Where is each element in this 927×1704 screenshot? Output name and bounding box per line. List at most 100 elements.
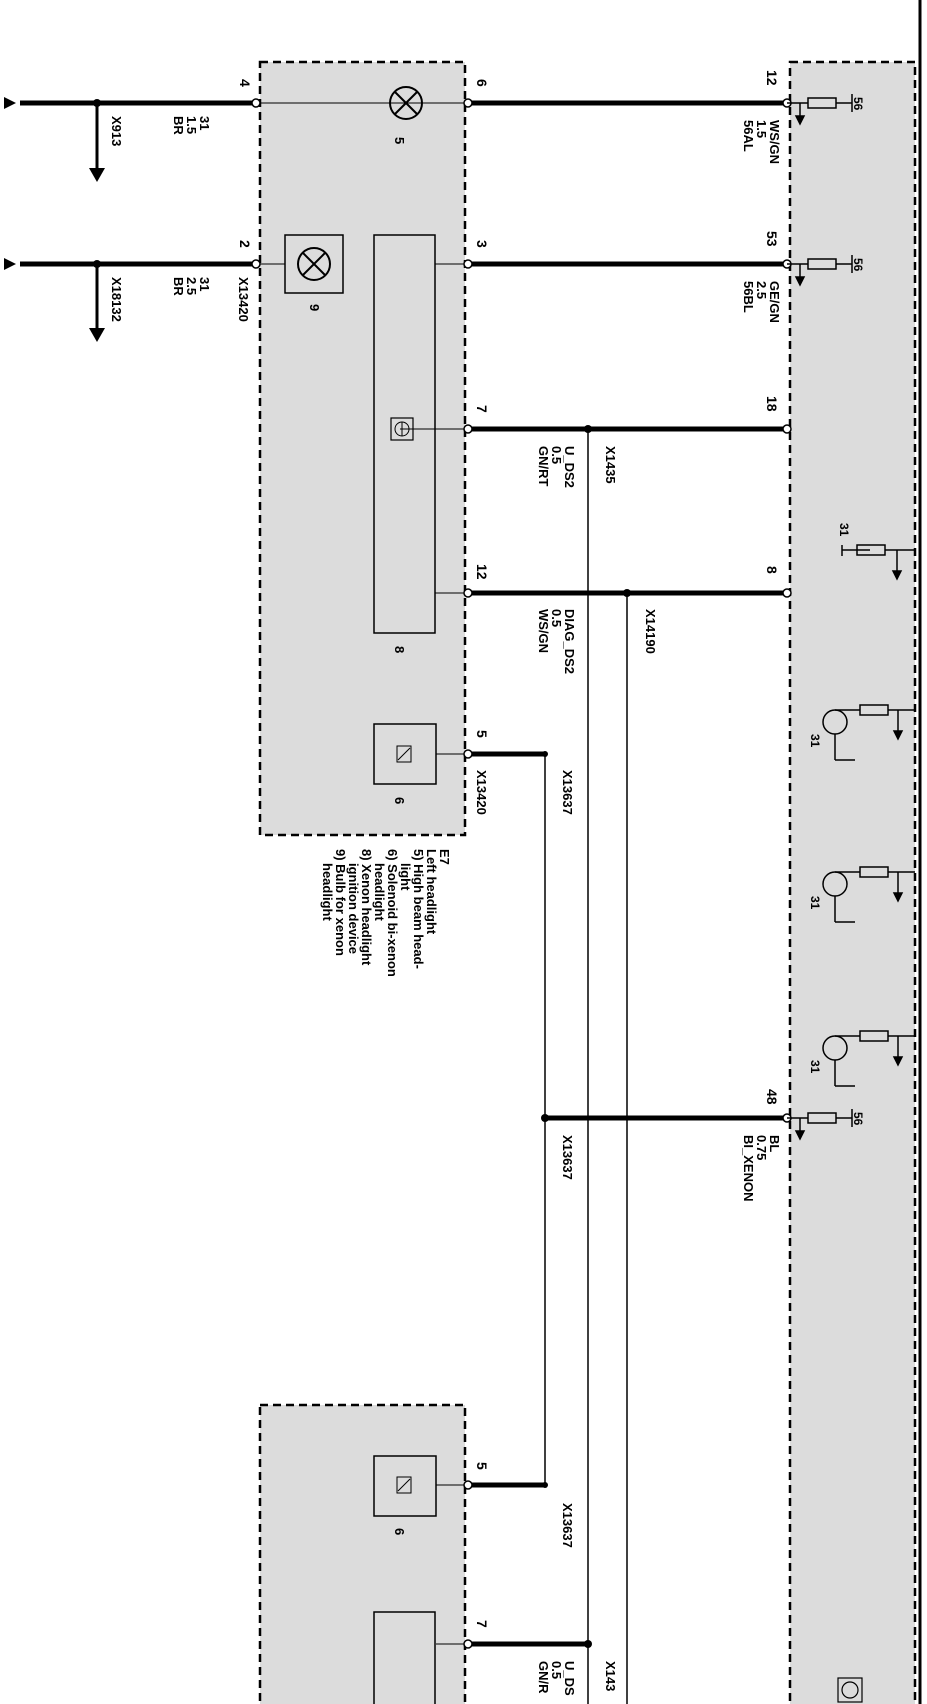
- signal-bi-xenon: BI_XENON 0.75 BL: [741, 1135, 782, 1201]
- pin-6: 6: [474, 79, 490, 87]
- svg-text:56: 56: [851, 97, 865, 111]
- ecu-transistor-1: [822, 704, 915, 761]
- ecu-transistor-2: [822, 866, 915, 923]
- ecu-term-31-b: 31: [808, 734, 822, 748]
- ecu-term-56-c: 56: [851, 1112, 865, 1126]
- svg-text:56: 56: [851, 1112, 865, 1126]
- signal-diag-ds2: DIAG_DS2 0.5 WS/GN: [536, 609, 577, 674]
- svg-text:56BL: 56BL: [741, 281, 756, 313]
- ground-arrow-x913: [89, 103, 105, 182]
- label-component-6-right: 6: [392, 1528, 407, 1535]
- pin-53-ecu: 53: [764, 231, 780, 247]
- legend-title: Left headlight: [424, 849, 439, 935]
- headlight-module-box: [258, 60, 467, 837]
- svg-text:X13420: X13420: [474, 770, 489, 815]
- ecu-term-56-b: 56: [851, 258, 865, 272]
- svg-text:X13637: X13637: [560, 1503, 575, 1548]
- svg-text:9) Bulb for xenon: 9) Bulb for xenon: [333, 849, 348, 956]
- pin-7-lower: 7: [474, 1620, 490, 1628]
- svg-text:56AL: 56AL: [741, 120, 756, 152]
- svg-text:0.75: 0.75: [754, 1135, 769, 1160]
- svg-text:56: 56: [851, 258, 865, 272]
- svg-text:18: 18: [764, 396, 780, 412]
- legend: E7 Left headlight 5) High beam head- lig…: [320, 849, 452, 977]
- svg-text:DIAG_DS2: DIAG_DS2: [562, 609, 577, 674]
- wire-56al: [4, 97, 787, 109]
- ref-x18132: X18132: [109, 277, 124, 322]
- svg-text:X913: X913: [109, 116, 124, 146]
- label-component-9: 9: [307, 304, 322, 311]
- splice-x14190: X14190: [643, 609, 658, 654]
- svg-text:0.5: 0.5: [549, 1661, 564, 1679]
- ref-x913: X913: [109, 116, 124, 146]
- wire-56bl: [4, 258, 787, 270]
- svg-text:31: 31: [197, 277, 212, 291]
- pin-4: 4: [237, 79, 253, 87]
- control-unit-box: [788, 60, 917, 1704]
- pin-5-lower: 5: [474, 1462, 490, 1470]
- pin-8-ecu: 8: [764, 566, 780, 574]
- splice-dots: [93, 99, 631, 1648]
- solenoid-right-icon: [373, 1455, 437, 1517]
- svg-text:WS/GN: WS/GN: [536, 609, 551, 653]
- svg-text:4: 4: [237, 79, 253, 87]
- high-beam-bulb-icon: [389, 86, 423, 120]
- svg-text:8: 8: [392, 646, 407, 653]
- ecu-bottom-symbol-icon: [837, 1677, 863, 1703]
- terminal-circles: [251, 98, 792, 1649]
- svg-text:1.5: 1.5: [184, 116, 199, 134]
- ecu-term-31-c: 31: [808, 896, 822, 910]
- ecu-resistor-bi-xenon: [787, 1109, 853, 1141]
- svg-text:X13637: X13637: [560, 770, 575, 815]
- svg-text:6) Solenoid bi-xenon: 6) Solenoid bi-xenon: [385, 849, 400, 977]
- pin-48-ecu: 48: [764, 1089, 780, 1105]
- svg-text:7: 7: [474, 405, 490, 413]
- pin-12-ecu: 12: [764, 70, 780, 86]
- gnd-wire-31-a: 31 1.5 BR: [171, 116, 212, 135]
- svg-text:6: 6: [474, 79, 490, 87]
- svg-text:31: 31: [837, 523, 851, 537]
- svg-text:12: 12: [764, 70, 780, 86]
- pin-7: 7: [474, 405, 490, 413]
- svg-text:ignition device: ignition device: [346, 863, 361, 954]
- solenoid-left-icon: [373, 723, 437, 785]
- label-component-6: 6: [392, 797, 407, 804]
- legend-id: E7: [437, 849, 452, 865]
- svg-text:X143: X143: [603, 1661, 618, 1691]
- svg-text:2.5: 2.5: [754, 281, 769, 299]
- svg-text:X1435: X1435: [603, 446, 618, 484]
- svg-text:53: 53: [764, 231, 780, 247]
- svg-text:2: 2: [237, 240, 253, 248]
- label-component-5: 5: [392, 137, 407, 144]
- svg-text:31: 31: [808, 734, 822, 748]
- xenon-bulb-icon: [284, 234, 344, 294]
- svg-text:BR: BR: [171, 277, 186, 296]
- pin-5: 5: [474, 730, 490, 738]
- right-headlight-box: [258, 1403, 467, 1704]
- svg-text:31: 31: [808, 1060, 822, 1074]
- svg-text:X18132: X18132: [109, 277, 124, 322]
- ecu-term-31-d: 31: [808, 1060, 822, 1074]
- svg-text:GN/R: GN/R: [536, 1661, 551, 1694]
- svg-text:31: 31: [808, 896, 822, 910]
- ecu-term-56-a: 56: [851, 97, 865, 111]
- ecu-resistor-56bl: [787, 255, 853, 287]
- svg-text:48: 48: [764, 1089, 780, 1105]
- ground-arrow-x18132: [89, 264, 105, 342]
- svg-text:0.5: 0.5: [549, 446, 564, 464]
- svg-text:BL: BL: [767, 1135, 782, 1152]
- pin-12: 12: [474, 564, 490, 580]
- svg-text:X13637: X13637: [560, 1135, 575, 1180]
- svg-text:8) Xenon headlight: 8) Xenon headlight: [359, 849, 374, 966]
- svg-text:6: 6: [392, 797, 407, 804]
- splice-x1435: X1435: [603, 446, 618, 484]
- ecu-resistor-31: [841, 544, 915, 581]
- svg-text:X14190: X14190: [643, 609, 658, 654]
- svg-text:WS/GN: WS/GN: [767, 120, 782, 164]
- gnd-wire-31-b: 31 2.5 BR: [171, 277, 212, 296]
- svg-text:0.5: 0.5: [549, 609, 564, 627]
- svg-text:U_DS: U_DS: [562, 1661, 577, 1696]
- ignition-device-right-icon: [373, 1611, 436, 1704]
- splice-x13637-c: X13637: [560, 1503, 575, 1548]
